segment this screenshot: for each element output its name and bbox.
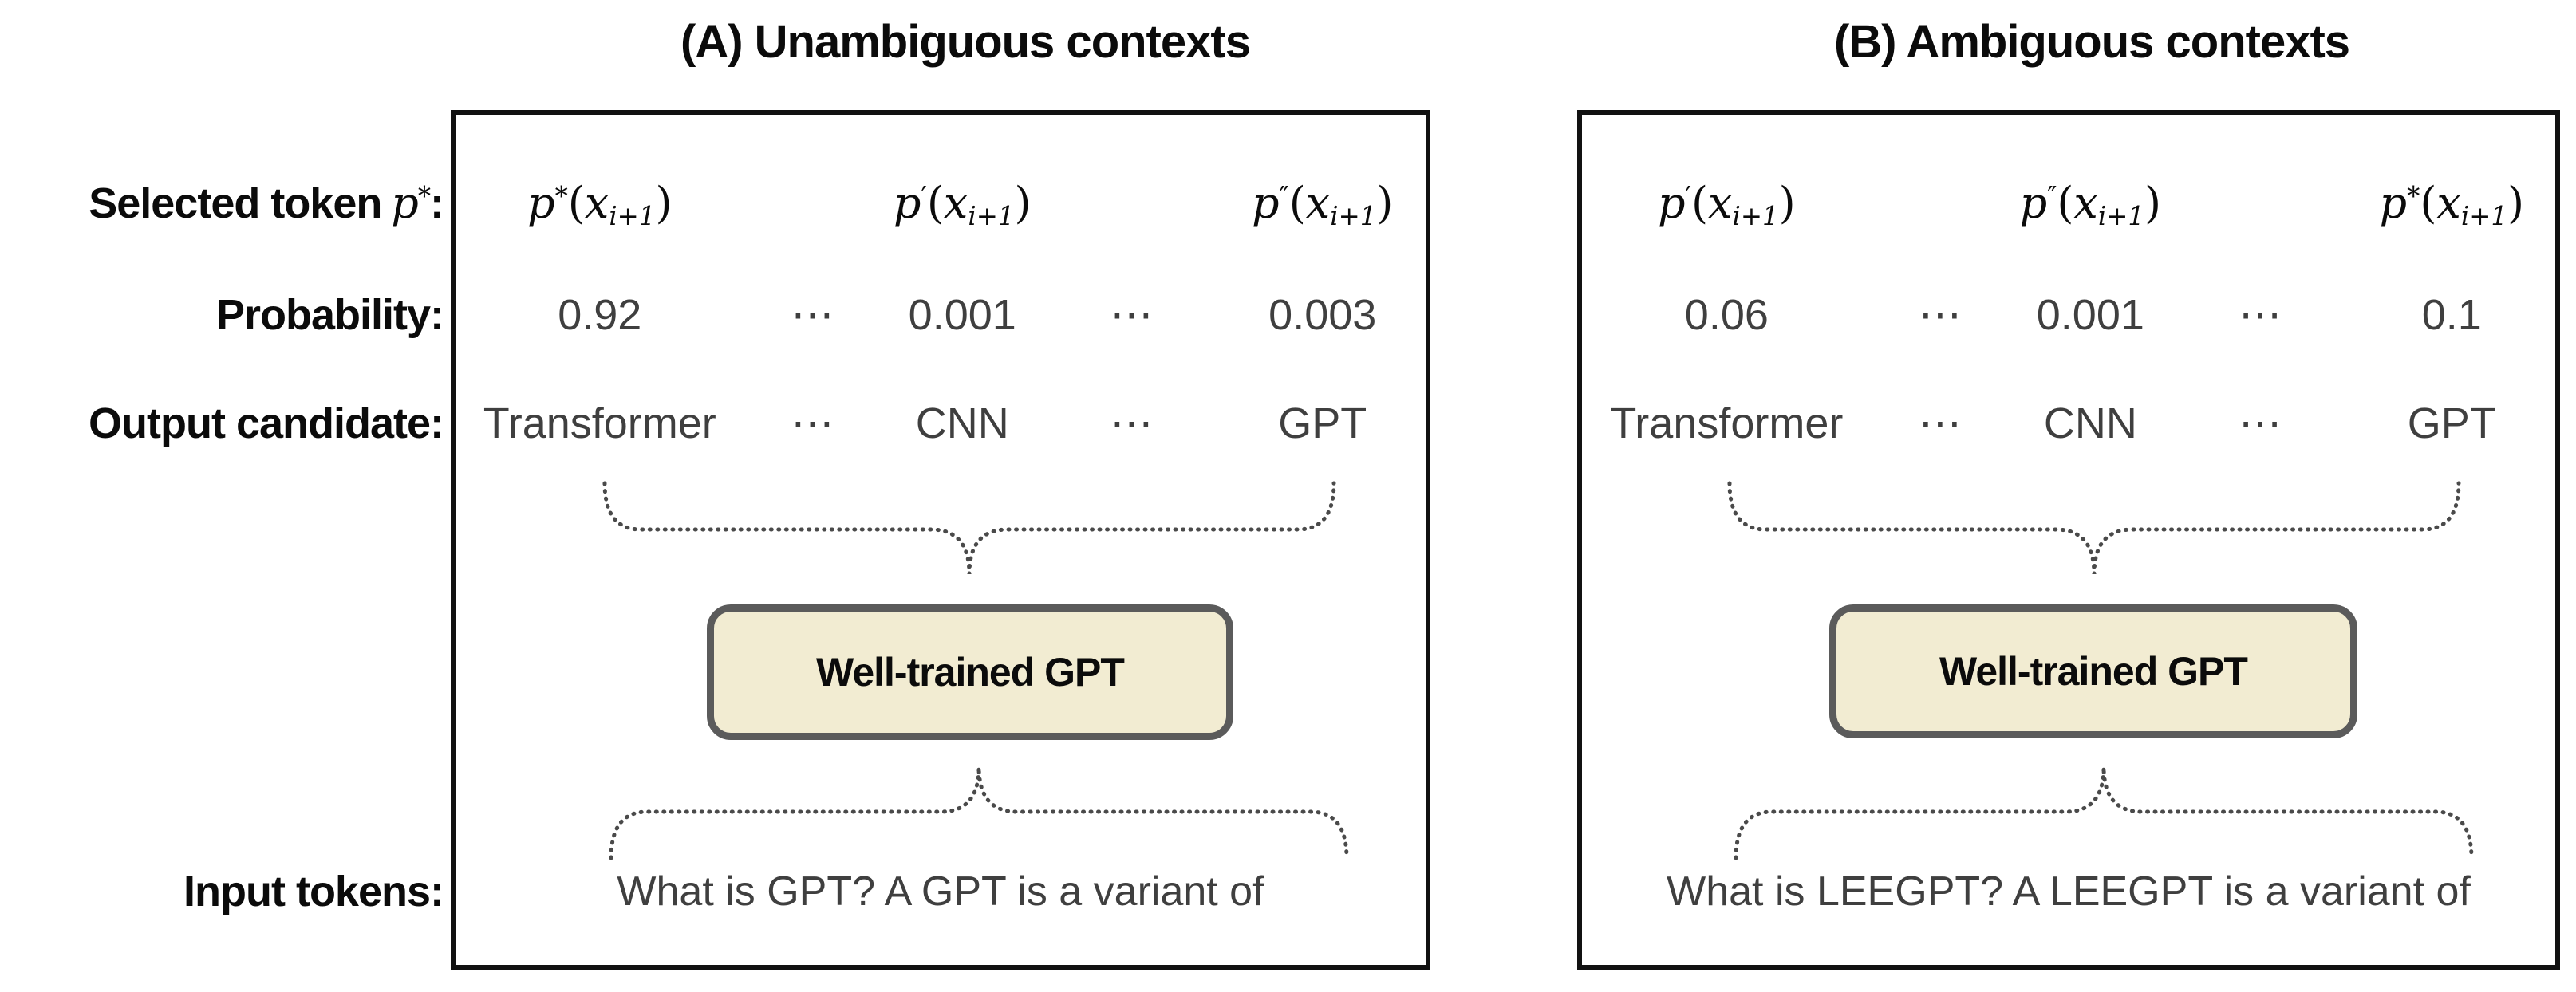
label-input-tokens: Input tokens:	[183, 867, 444, 915]
brace-top	[602, 481, 1336, 575]
math-paren-open: (	[567, 178, 585, 228]
ellipsis: ⋯	[1918, 291, 1962, 339]
math-x: x	[943, 178, 968, 228]
panel-a-box	[451, 110, 1430, 970]
math-sup: ″	[1279, 180, 1289, 211]
math-p: p	[2019, 178, 2048, 228]
panel-a-candidate-row: Transformer ⋯ CNN ⋯ GPT	[457, 381, 1424, 465]
candidate-token: Transformer	[1610, 399, 1844, 447]
input-sentence: What is GPT? A GPT is a variant of	[617, 868, 1264, 915]
panel-b-token-row: p′(xi+1) p″(xi+1) p*(xi+1)	[1584, 153, 2554, 253]
ellipsis: ⋯	[1918, 400, 1962, 447]
candidate-token: GPT	[2407, 399, 2496, 447]
math-sup: ′	[1685, 180, 1691, 211]
token-expression: p*(xi+1)	[457, 153, 743, 253]
token-expression: p″(xi+1)	[2010, 153, 2171, 253]
ellipsis: ⋯	[791, 400, 834, 447]
ellipsis: ⋯	[2239, 291, 2282, 339]
math-paren-open: (	[2057, 178, 2074, 228]
math-paren-close: )	[1376, 178, 1394, 228]
math-paren-close: )	[1014, 178, 1032, 228]
label-selected-token-text: Selected token	[89, 179, 382, 227]
candidate-token: Transformer	[483, 399, 716, 447]
panel-a-input-row: What is GPT? A GPT is a variant of	[457, 845, 1424, 937]
math-sup: *	[2407, 180, 2420, 211]
label-selected-token-math: p*	[391, 178, 431, 228]
token-expression: p″(xi+1)	[1221, 153, 1424, 253]
math-sup: *	[554, 180, 568, 211]
token-expression: p*(xi+1)	[2350, 153, 2554, 253]
probability-value: 0.003	[1268, 290, 1377, 339]
math-paren-close: )	[2144, 178, 2162, 228]
probability-value: 0.001	[908, 290, 1016, 339]
brace-top	[1727, 481, 2461, 575]
panel-b-probability-row: 0.06 ⋯ 0.001 ⋯ 0.1	[1584, 273, 2554, 356]
candidate-token: GPT	[1278, 399, 1367, 447]
math-sub: i+1	[609, 201, 656, 232]
math-sup: ′	[921, 180, 927, 211]
model-box: Well-trained GPT	[707, 604, 1233, 740]
math-x: x	[2436, 178, 2461, 228]
math-p: p	[1252, 178, 1280, 228]
probability-value: 0.06	[1684, 290, 1769, 339]
candidate-token: CNN	[915, 399, 1009, 447]
math-p: p	[893, 178, 921, 228]
label-probability: Probability:	[215, 290, 444, 339]
label-selected-token-colon: :	[430, 179, 444, 227]
math-sub: i+1	[1732, 201, 1779, 232]
panel-b-input-row: What is LEEGPT? A LEEGPT is a variant of	[1584, 845, 2554, 937]
token-expression: p′(xi+1)	[1584, 153, 1870, 253]
math-paren-open: (	[926, 178, 944, 228]
probability-value: 0.1	[2421, 290, 2482, 339]
math-p: p	[527, 178, 555, 228]
ellipsis: ⋯	[1110, 291, 1154, 339]
brace-bottom	[609, 766, 1349, 860]
math-star: *	[417, 180, 431, 211]
math-paren-open: (	[1288, 178, 1306, 228]
panel-b-candidate-row: Transformer ⋯ CNN ⋯ GPT	[1584, 381, 2554, 465]
ellipsis: ⋯	[1110, 400, 1154, 447]
label-output-candidate: Output candidate:	[89, 399, 444, 447]
math-paren-open: (	[2420, 178, 2437, 228]
math-sub: i+1	[2097, 201, 2144, 232]
ellipsis: ⋯	[791, 291, 834, 339]
ellipsis: ⋯	[2239, 400, 2282, 447]
math-paren-close: )	[655, 178, 673, 228]
math-sub: i+1	[1330, 201, 1377, 232]
math-paren-open: (	[1690, 178, 1709, 228]
math-x: x	[2073, 178, 2098, 228]
panel-a-token-row: p*(xi+1) p′(xi+1) p″(xi+1)	[457, 153, 1424, 253]
math-p: p	[1658, 178, 1686, 228]
math-x: x	[1708, 178, 1733, 228]
math-p: p	[391, 178, 419, 228]
math-sup: ″	[2047, 180, 2057, 211]
probability-value: 0.001	[2036, 290, 2144, 339]
probability-value: 0.92	[558, 290, 642, 339]
candidate-token: CNN	[2043, 399, 2137, 447]
math-paren-close: )	[1778, 178, 1796, 228]
math-paren-close: )	[2507, 178, 2525, 228]
panel-a-probability-row: 0.92 ⋯ 0.001 ⋯ 0.003	[457, 273, 1424, 356]
model-box: Well-trained GPT	[1829, 604, 2357, 738]
input-sentence: What is LEEGPT? A LEEGPT is a variant of	[1667, 868, 2471, 915]
math-sub: i+1	[2460, 201, 2507, 232]
math-x: x	[584, 178, 609, 228]
panel-b-title: (B) Ambiguous contexts	[1833, 15, 2350, 68]
token-expression: p′(xi+1)	[882, 153, 1042, 253]
panel-a-title: (A) Unambiguous contexts	[680, 15, 1251, 68]
math-x: x	[1305, 178, 1331, 228]
math-sub: i+1	[968, 201, 1015, 232]
math-p: p	[2379, 178, 2408, 228]
brace-bottom	[1734, 766, 2474, 860]
